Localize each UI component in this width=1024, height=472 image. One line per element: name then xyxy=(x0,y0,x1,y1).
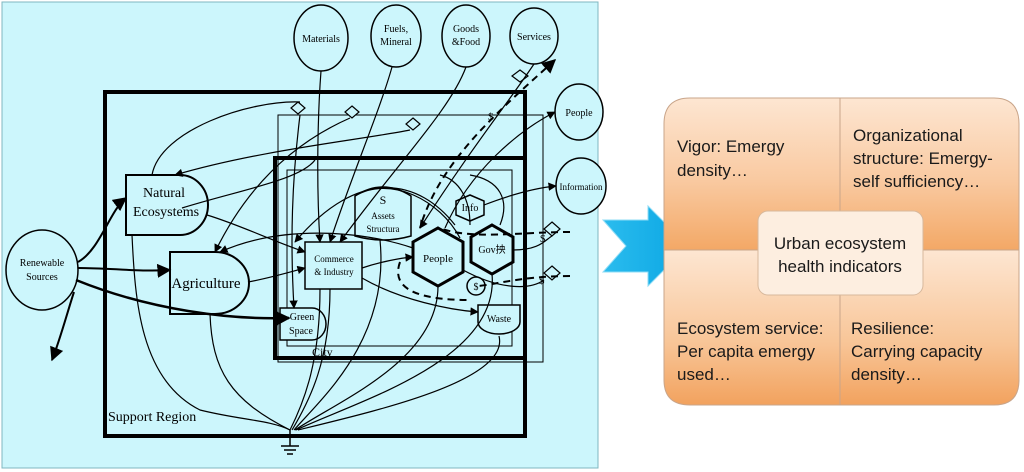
commerce-label: Commerce xyxy=(314,254,354,264)
people-city-node: People xyxy=(411,226,465,288)
svg-text:$: $ xyxy=(540,233,546,245)
energy-systems-diagram: Materials Fuels, Mineral Goods &Food Ser… xyxy=(1,1,607,469)
waste-label: Waste xyxy=(487,314,512,325)
assets-label: Assets xyxy=(371,211,395,221)
assets-symbol: S xyxy=(380,193,387,207)
ecosystem-service-line-1: Ecosystem service: xyxy=(677,319,823,338)
center-line-2: health indicators xyxy=(778,257,902,276)
support-region-label: Support Region xyxy=(108,410,196,425)
ecosystem-service-line-3: used… xyxy=(677,365,731,384)
resilience-line-1: Resilience: xyxy=(851,319,934,338)
assets-storage-node: S Assets Structura xyxy=(354,186,412,241)
svg-text:$: $ xyxy=(488,111,494,123)
information-label: Information xyxy=(560,182,603,192)
food-label: &Food xyxy=(452,37,480,48)
sink-people: People xyxy=(554,83,604,141)
natural-label: Natural xyxy=(143,186,185,201)
materials-label: Materials xyxy=(302,34,340,45)
agriculture-label: Agriculture xyxy=(171,276,240,292)
center-line-1: Urban ecosystem xyxy=(774,234,906,253)
sink-information: Information xyxy=(555,157,607,215)
waste-node: Waste xyxy=(477,304,521,335)
heat-sink-ground xyxy=(281,430,299,455)
source-services: Services xyxy=(509,7,559,65)
services-label: Services xyxy=(517,32,551,43)
ecosystems-label: Ecosystems xyxy=(133,205,199,220)
money-flows xyxy=(397,59,571,301)
center-box xyxy=(757,210,924,296)
structura-label: Structura xyxy=(367,224,400,234)
gov-label: Gov抰 xyxy=(478,243,505,256)
organizational-line-2: structure: Emergy- xyxy=(853,149,993,168)
commerce-industry-node: Commerce & Industry xyxy=(304,241,363,290)
goods-label: Goods xyxy=(453,24,479,35)
industry-label: & Industry xyxy=(314,267,354,277)
people-city-label: People xyxy=(423,253,453,265)
green-space-node: Green Space xyxy=(279,307,327,341)
mineral-label: Mineral xyxy=(380,37,412,48)
resilience-line-3: density… xyxy=(851,365,922,384)
gov-node: Gov抰 xyxy=(469,223,515,276)
info-label: Info xyxy=(462,203,479,214)
people-out-label: People xyxy=(565,108,593,119)
agriculture-node: Agriculture xyxy=(169,251,250,315)
ecosystem-service-line-2: Per capita emergy xyxy=(677,342,815,361)
city-boundary xyxy=(273,156,527,360)
fuels-label: Fuels, xyxy=(384,24,408,35)
renewable-label: Renewable xyxy=(20,258,65,269)
resilience-line-2: Carrying capacity xyxy=(851,342,983,361)
green-label: Green xyxy=(290,312,314,323)
money-symbol: $ xyxy=(474,282,479,293)
organizational-line-3: self sufficiency… xyxy=(853,172,980,191)
organizational-line-1: Organizational xyxy=(853,126,963,145)
flow-frame xyxy=(277,114,544,363)
source-renewable: Renewable Sources xyxy=(5,229,79,311)
vigor-line-1: Vigor: Emergy xyxy=(677,137,785,156)
energy-flows xyxy=(50,63,557,431)
source-materials: Materials xyxy=(293,4,349,72)
natural-ecosystems-node: Natural Ecosystems xyxy=(125,174,209,236)
sources-label: Sources xyxy=(26,272,58,283)
city-label: City xyxy=(312,345,333,359)
source-fuels-mineral: Fuels, Mineral xyxy=(370,4,422,68)
vigor-line-2: density… xyxy=(677,161,748,180)
indicators-panel: Vigor: Emergy density… Organizational st… xyxy=(663,97,1020,406)
source-goods-food: Goods &Food xyxy=(441,4,491,68)
space-label: Space xyxy=(289,326,313,337)
